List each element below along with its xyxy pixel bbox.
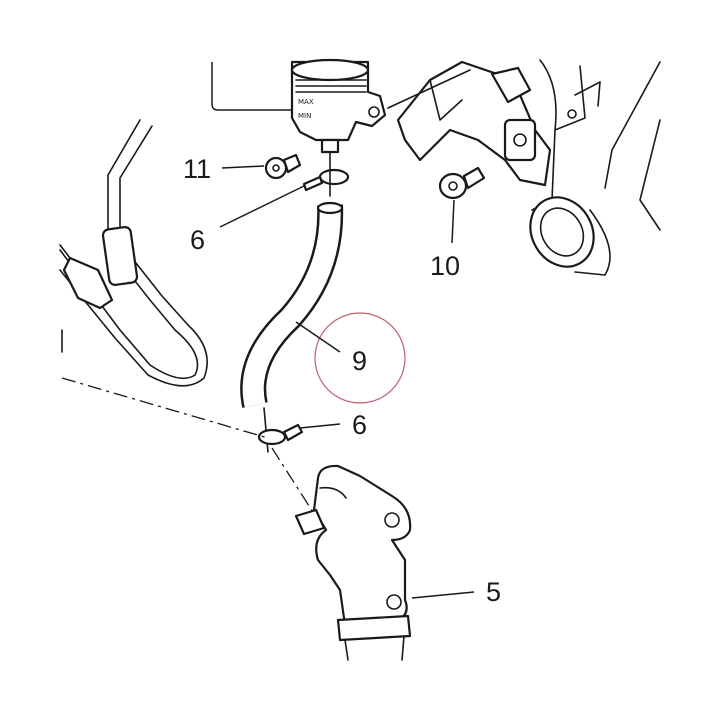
hose-clamp-lower xyxy=(257,407,304,453)
screw-10 xyxy=(438,166,486,200)
screw-11 xyxy=(264,153,302,180)
frame-bracket-right xyxy=(529,59,661,276)
callout-11: 11 xyxy=(183,154,211,184)
hose-clamp-upper xyxy=(302,151,350,197)
callout-labels: 11 6 10 9 6 5 xyxy=(183,154,501,607)
callout-5: 5 xyxy=(486,577,501,607)
reservoir-min-mark: MIN xyxy=(298,112,311,120)
callout-10: 10 xyxy=(430,251,460,281)
fluid-reservoir: MAX MIN xyxy=(211,58,387,154)
callout-6-upper: 6 xyxy=(190,225,205,255)
master-cylinder xyxy=(294,464,412,661)
reservoir-max-mark: MAX xyxy=(298,98,314,106)
callout-9: 9 xyxy=(352,346,367,376)
leader-lines xyxy=(219,165,475,599)
brake-bracket xyxy=(387,60,552,187)
highlight-circle xyxy=(314,312,406,404)
callout-6-lower: 6 xyxy=(352,410,367,440)
assembly-axes xyxy=(61,377,319,521)
brake-hose xyxy=(240,201,344,408)
frame-tubes-left xyxy=(59,119,208,387)
